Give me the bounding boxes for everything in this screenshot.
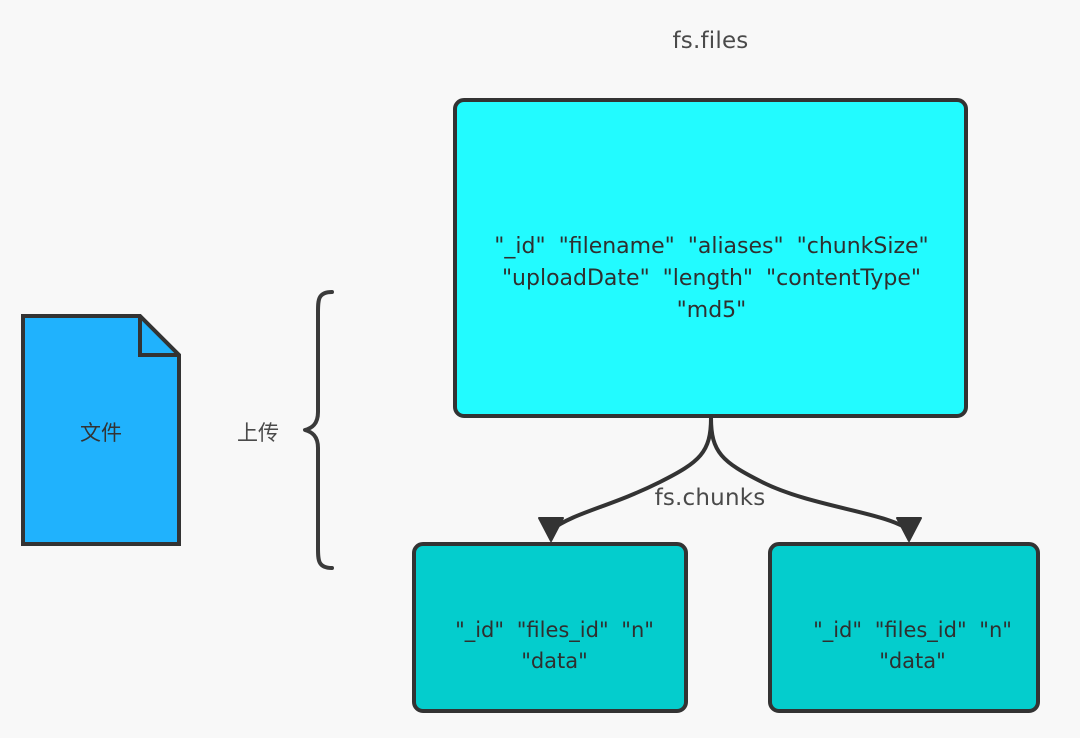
arrowhead-chunk-2-icon <box>896 517 922 542</box>
chunk-connectors <box>538 416 922 542</box>
fs-chunks-title: fs.chunks <box>654 485 766 511</box>
connector-to-chunk-1 <box>549 416 713 532</box>
arrowhead-chunk-1-icon <box>538 517 564 542</box>
document-body <box>21 314 181 546</box>
fs-files-field-list: "_id" "filename" "aliases" "chunkSize" "… <box>494 234 929 323</box>
source-document-shape <box>21 314 181 546</box>
source-document-label: 文件 <box>80 421 122 445</box>
connector-to-chunk-2 <box>709 416 911 532</box>
fs-files-title: fs.files <box>672 28 749 54</box>
fs-chunks-box-2-rect <box>768 542 1040 713</box>
fs-chunks-box-1 <box>412 542 688 713</box>
fs-chunks-1-field-list: "_id" "files_id" "n" "data" <box>455 618 654 673</box>
fs-chunks-box-1-rect <box>412 542 688 713</box>
fs-files-box <box>453 98 968 418</box>
fs-chunks-2-field-list: "_id" "files_id" "n" "data" <box>813 618 1012 673</box>
brace-path <box>303 290 334 570</box>
upload-relation-label: 上传 <box>237 421 279 445</box>
fs-files-box-rect <box>453 98 968 418</box>
document-fold-corner-icon <box>138 316 179 357</box>
upload-brace-icon <box>303 290 334 570</box>
fs-chunks-box-2 <box>768 542 1040 713</box>
